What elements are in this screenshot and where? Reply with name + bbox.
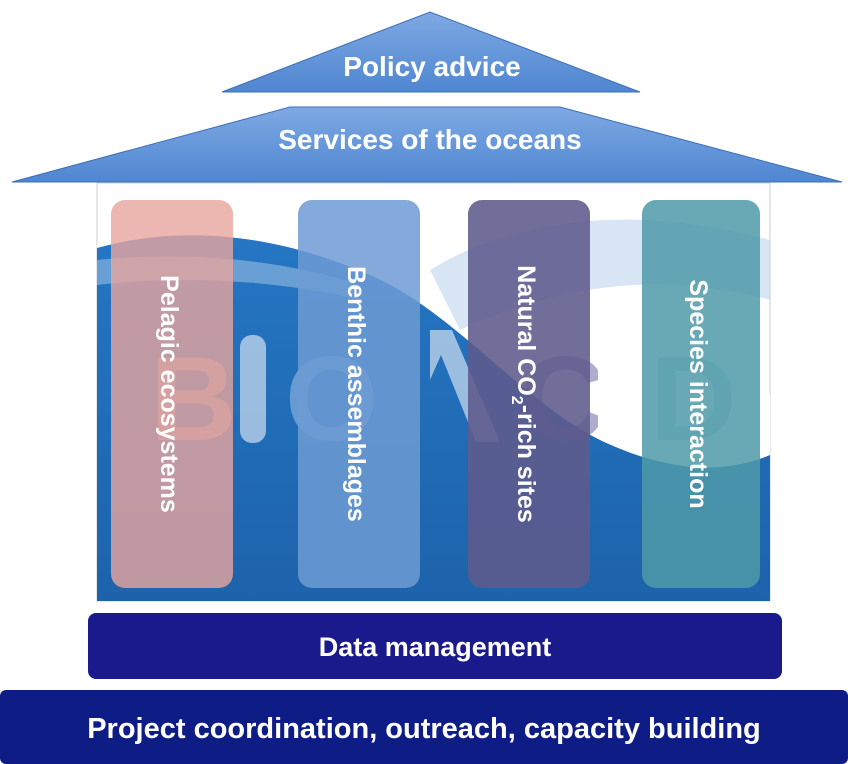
roof-top-label: Policy advice <box>343 51 520 82</box>
pillar-label-pelagic: Pelagic ecosystems <box>155 275 183 513</box>
foundation-data-management: Data management <box>88 613 782 679</box>
roof-lower <box>11 106 843 183</box>
pillar-pelagic-ecosystems: Pelagic ecosystems <box>111 200 233 588</box>
pillar-label-species: Species interaction <box>684 279 712 508</box>
foundation-project-coordination: Project coordination, outreach, capacity… <box>0 690 848 764</box>
pillar-natural-co2-rich-sites: Natural CO2-rich sites <box>468 200 590 588</box>
roof-top <box>221 11 641 93</box>
pillar-label-co2-subscript: 2 <box>508 396 525 405</box>
roof-lower-label: Services of the oceans <box>278 124 581 155</box>
pillar-benthic-assemblages: Benthic assemblages <box>298 200 420 588</box>
pillar-label-benthic: Benthic assemblages <box>342 266 370 522</box>
roof: Services of the oceans Policy advice <box>11 11 843 183</box>
pillar-species-interaction: Species interaction <box>642 200 760 588</box>
project-coordination-label: Project coordination, outreach, capacity… <box>87 713 761 745</box>
pillar-label-co2-suffix: -rich sites <box>512 405 540 523</box>
pillar-label-co2: Natural CO2-rich sites <box>508 265 540 523</box>
data-management-label: Data management <box>319 632 552 662</box>
